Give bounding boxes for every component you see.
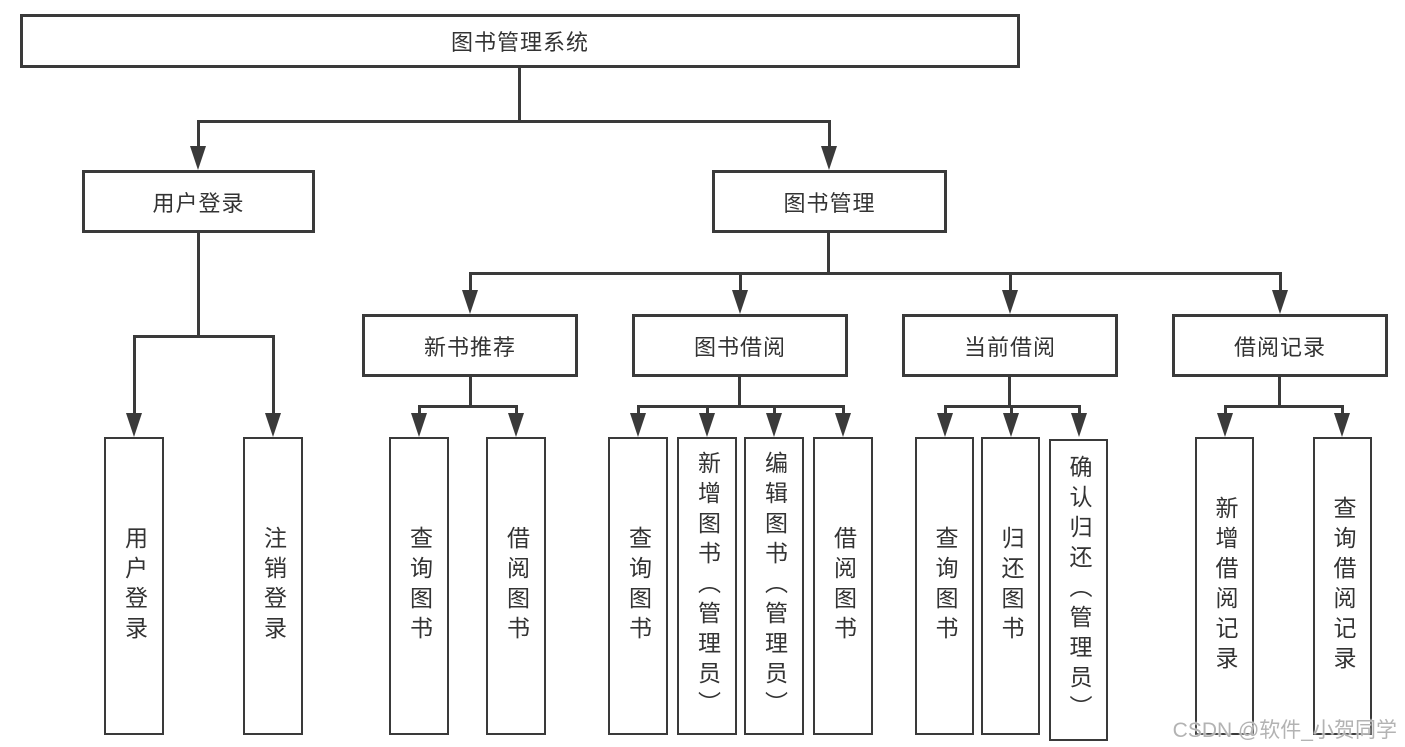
connector-line <box>418 405 421 415</box>
arrow-down-icon <box>1002 290 1018 314</box>
leaf-query-books-borrowing: 查询图书 <box>608 437 668 735</box>
arrow-down-icon <box>1272 290 1288 314</box>
leaf-label: 注销登录 <box>260 526 287 646</box>
connector-line <box>1278 377 1281 407</box>
arrow-down-icon <box>699 413 715 437</box>
leaf-borrow-books-recommend: 借阅图书 <box>486 437 546 735</box>
node-current-borrowing: 当前借阅 <box>902 314 1118 377</box>
connector-line <box>1078 405 1081 415</box>
arrow-down-icon <box>937 413 953 437</box>
leaf-confirm-return-admin: 确认归还（管理员） <box>1049 439 1108 741</box>
node-book-management: 图书管理 <box>712 170 947 233</box>
node-library-management-system: 图书管理系统 <box>20 14 1020 68</box>
leaf-label: 借阅图书 <box>503 526 530 646</box>
connector-line <box>133 335 136 415</box>
leaf-label: 用户登录 <box>121 526 148 646</box>
leaf-query-books-current: 查询图书 <box>915 437 974 735</box>
connector-line <box>272 335 275 415</box>
connector-line <box>418 405 518 408</box>
arrow-down-icon <box>766 413 782 437</box>
connector-line <box>738 377 741 407</box>
arrow-down-icon <box>411 413 427 437</box>
connector-line <box>944 405 947 415</box>
leaf-logout: 注销登录 <box>243 437 303 735</box>
connector-line <box>133 335 275 338</box>
leaf-user-login: 用户登录 <box>104 437 164 735</box>
node-new-book-recommendation: 新书推荐 <box>362 314 578 377</box>
arrow-down-icon <box>190 146 206 170</box>
connector-line <box>469 272 472 292</box>
leaf-label: 查询图书 <box>625 526 652 646</box>
csdn-watermark: CSDN @软件_小贺同学 <box>1172 719 1397 742</box>
leaf-label: 编辑图书（管理员） <box>761 451 788 721</box>
connector-line <box>1010 405 1013 415</box>
leaf-label: 新增图书（管理员） <box>694 451 721 721</box>
leaf-label: 确认归还（管理员） <box>1066 455 1092 725</box>
leaf-borrow-books-borrowing: 借阅图书 <box>813 437 873 735</box>
connector-line <box>1008 377 1011 407</box>
leaf-label: 查询图书 <box>406 526 433 646</box>
arrow-down-icon <box>1003 413 1019 437</box>
leaf-label: 新增借阅记录 <box>1212 496 1238 676</box>
leaf-add-books-admin: 新增图书（管理员） <box>677 437 737 735</box>
connector-line <box>828 120 831 148</box>
arrow-down-icon <box>1217 413 1233 437</box>
connector-line <box>773 405 776 415</box>
node-book-borrowing: 图书借阅 <box>632 314 848 377</box>
leaf-label: 归还图书 <box>998 526 1024 646</box>
node-user-login: 用户登录 <box>82 170 315 233</box>
arrow-down-icon <box>1334 413 1350 437</box>
leaf-query-borrow-record: 查询借阅记录 <box>1313 437 1372 735</box>
connector-line <box>842 405 845 415</box>
leaf-query-books-recommend: 查询图书 <box>389 437 449 735</box>
connector-line <box>1009 272 1012 292</box>
connector-line <box>197 233 200 335</box>
node-borrowing-records: 借阅记录 <box>1172 314 1388 377</box>
connector-line <box>469 272 1282 275</box>
connector-line <box>827 233 830 272</box>
connector-line <box>1279 272 1282 292</box>
leaf-return-books: 归还图书 <box>981 437 1040 735</box>
arrow-down-icon <box>732 290 748 314</box>
arrow-down-icon <box>508 413 524 437</box>
leaf-edit-books-admin: 编辑图书（管理员） <box>744 437 804 735</box>
connector-line <box>197 120 831 123</box>
leaf-add-borrow-record: 新增借阅记录 <box>1195 437 1254 735</box>
arrow-down-icon <box>462 290 478 314</box>
connector-line <box>739 272 742 292</box>
connector-line <box>706 405 709 415</box>
arrow-down-icon <box>1071 413 1087 437</box>
arrow-down-icon <box>630 413 646 437</box>
arrow-down-icon <box>126 413 142 437</box>
connector-line <box>518 68 521 120</box>
arrow-down-icon <box>835 413 851 437</box>
connector-line <box>1341 405 1344 415</box>
leaf-label: 查询图书 <box>932 526 958 646</box>
connector-line <box>1224 405 1344 408</box>
leaf-label: 借阅图书 <box>830 526 857 646</box>
connector-line <box>637 405 845 408</box>
arrow-down-icon <box>821 146 837 170</box>
connector-line <box>1224 405 1227 415</box>
connector-line <box>197 120 200 148</box>
arrow-down-icon <box>265 413 281 437</box>
connector-line <box>469 377 472 407</box>
leaf-label: 查询借阅记录 <box>1330 496 1356 676</box>
connector-line <box>637 405 640 415</box>
connector-line <box>515 405 518 415</box>
